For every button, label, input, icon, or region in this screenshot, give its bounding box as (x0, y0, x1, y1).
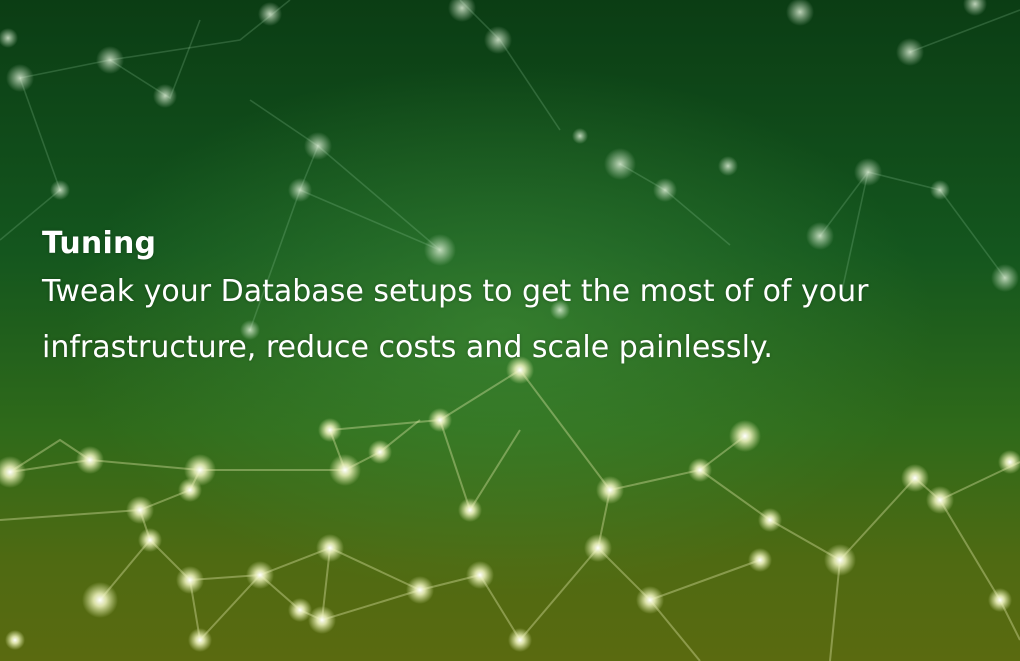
slide-text-block: Tuning Tweak your Database setups to get… (42, 224, 992, 376)
network-lines-lower (0, 369, 1020, 661)
slide-body-text: Tweak your Database setups to get the mo… (42, 274, 869, 365)
slide-title: Tuning (42, 226, 157, 261)
